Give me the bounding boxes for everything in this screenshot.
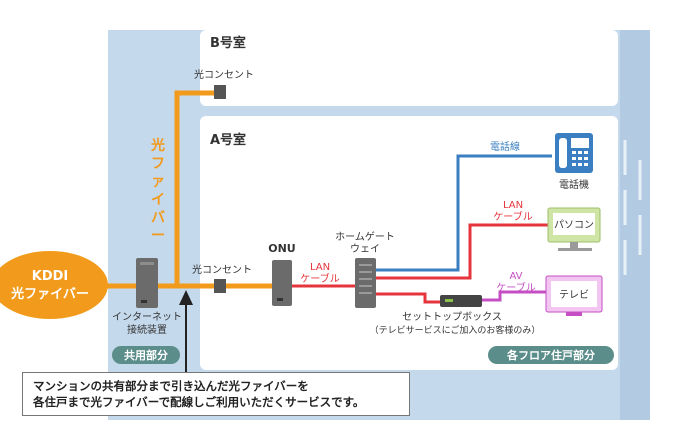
av-cable bbox=[482, 290, 546, 302]
home-gateway-device bbox=[355, 258, 376, 308]
hgw-label-1: ホームゲート bbox=[335, 231, 395, 243]
hgw-label-2: ウェイ bbox=[350, 243, 380, 255]
room-a bbox=[200, 116, 618, 370]
fiber-char-3: ァ bbox=[151, 174, 165, 190]
common-area-badge: 共用部分 bbox=[112, 346, 180, 364]
private-area-badge: 各フロア住戸部分 bbox=[488, 346, 614, 364]
stb-label-1: セットトップボックス bbox=[402, 311, 502, 323]
lan-cable-pc bbox=[376, 223, 548, 280]
fiber-vertical-label: 光 フ ァ イ バ ー bbox=[150, 137, 165, 244]
fiber-char-2: フ bbox=[151, 156, 165, 172]
callout-line-2: 各住戸まで光ファイバーで配線しご利用いただくサービスです。 bbox=[33, 395, 365, 409]
common-area-label: 共用部分 bbox=[124, 348, 168, 362]
phone-line bbox=[376, 154, 552, 272]
fiber-char-4: イ bbox=[151, 192, 165, 208]
internet-device-label-1: インターネット bbox=[112, 311, 182, 323]
pointer-arrow bbox=[179, 290, 193, 372]
phone-line-label: 電話線 bbox=[490, 140, 520, 153]
fiber-char-5: バ bbox=[151, 210, 165, 226]
av-label-2: ケーブル bbox=[496, 281, 535, 294]
room-a-title: A号室 bbox=[210, 132, 246, 148]
kddi-fiber-badge: KDDI 光ファイバー bbox=[0, 251, 108, 319]
outlet-a-label: 光コンセント bbox=[192, 263, 252, 276]
lan1-label-1: LAN bbox=[310, 262, 330, 273]
kddi-fiber-label: 光ファイバー bbox=[10, 286, 89, 302]
tv-icon bbox=[545, 275, 603, 316]
phone-device-label: 電話機 bbox=[559, 178, 589, 191]
optical-outlet-a bbox=[214, 279, 226, 293]
optical-outlet-b bbox=[214, 85, 226, 99]
tv-label: テレビ bbox=[559, 289, 589, 301]
lan-cable-stb bbox=[376, 292, 440, 304]
set-top-box bbox=[440, 295, 482, 307]
onu-label: ONU bbox=[268, 242, 296, 255]
lan2-label-1: LAN bbox=[503, 200, 523, 211]
room-b-title: B号室 bbox=[210, 35, 246, 51]
private-area-label: 各フロア住戸部分 bbox=[506, 348, 595, 362]
internet-connection-device bbox=[136, 258, 158, 308]
telephone-icon bbox=[555, 133, 593, 173]
outlet-b-label: 光コンセント bbox=[194, 68, 254, 81]
kddi-label: KDDI bbox=[32, 269, 69, 284]
internet-device-label-2: 接続装置 bbox=[127, 323, 167, 336]
description-callout: マンションの共有部分まで引き込んだ光ファイバーを 各住戸まで光ファイバーで配線し… bbox=[22, 372, 410, 416]
room-b bbox=[200, 30, 618, 106]
stb-label-2: （テレビサービスにご加入のお客様のみ） bbox=[370, 324, 541, 336]
av-label-1: AV bbox=[509, 271, 522, 282]
pc-label: パソコン bbox=[554, 219, 594, 231]
fiber-char-6: ー bbox=[151, 228, 165, 244]
fiber-char-1: 光 bbox=[150, 137, 165, 154]
callout-line-1: マンションの共有部分まで引き込んだ光ファイバーを bbox=[33, 379, 309, 393]
lan1-label-2: ケーブル bbox=[300, 272, 339, 285]
pc-icon bbox=[547, 207, 601, 251]
lan2-label-2: ケーブル bbox=[493, 210, 532, 223]
onu-device bbox=[272, 260, 292, 306]
